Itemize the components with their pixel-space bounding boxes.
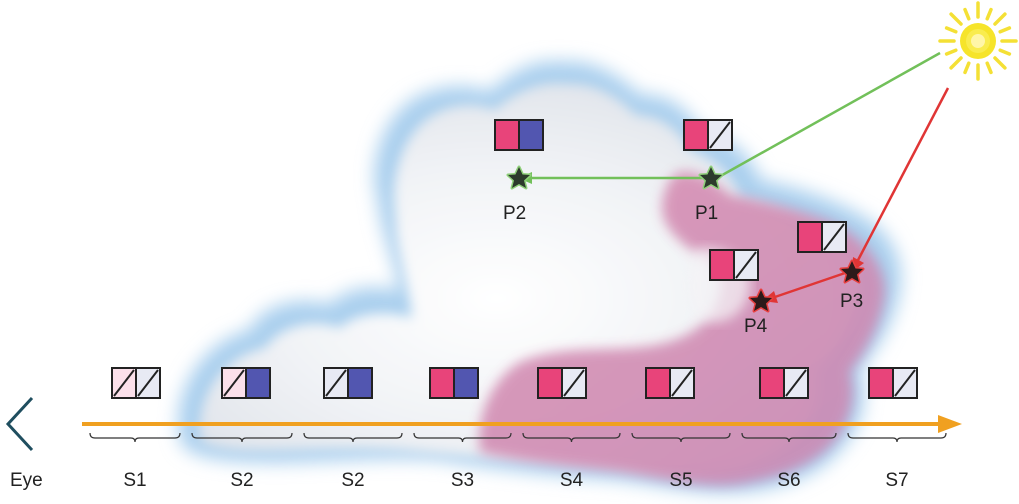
state-box-segment-3 <box>323 367 373 399</box>
sun-ray <box>944 48 958 56</box>
scatter-point-p2: P2 <box>503 165 532 224</box>
state-half-pink <box>538 368 562 398</box>
state-box-segment-1 <box>111 367 161 399</box>
star-icon <box>506 165 532 190</box>
eye: Eye <box>5 396 43 491</box>
sun-ray <box>993 56 1007 70</box>
hatch-stroke <box>894 369 916 397</box>
segment-brace <box>847 432 947 443</box>
hatch-stroke <box>823 223 845 251</box>
state-box-segment-5 <box>537 367 587 399</box>
sun-ray <box>993 12 1007 26</box>
sun-icon <box>938 1 1018 81</box>
sun-ray <box>963 7 971 21</box>
segment-label: S4 <box>560 470 584 491</box>
state-half-pink <box>869 368 893 398</box>
point-label-p3: P3 <box>840 291 863 312</box>
state-half-blue <box>519 120 543 150</box>
state-box-segment-8 <box>868 367 918 399</box>
state-box-segment-7 <box>759 367 809 399</box>
state-box-segment-6 <box>645 367 695 399</box>
segment-label: S2 <box>230 470 253 491</box>
scatter-point-p1: P1 <box>695 165 724 224</box>
state-half-pink <box>684 120 708 150</box>
segment-label: S7 <box>885 470 908 491</box>
state-half-pink <box>798 222 822 252</box>
segment-brace <box>631 432 731 443</box>
state-boxes <box>111 119 918 399</box>
state-box-p2 <box>494 119 544 151</box>
segment-7: S6 <box>741 432 837 491</box>
state-half-pink <box>646 368 670 398</box>
red-scatter-ray <box>771 270 849 300</box>
red-sun-ray <box>854 87 950 265</box>
segment-8: S7 <box>847 432 947 491</box>
segment-2: S2 <box>191 432 293 491</box>
hatch-stroke <box>223 369 245 397</box>
eye-chevron-icon <box>5 396 34 452</box>
scatter-point-p3: P3 <box>839 259 865 312</box>
point-label-p1: P1 <box>695 203 718 224</box>
segment-label: S5 <box>669 470 692 491</box>
point-label-p2: P2 <box>503 203 526 224</box>
segment-brace <box>303 432 403 443</box>
segment-label: S3 <box>451 470 474 491</box>
hatch-stroke <box>671 369 693 397</box>
segment-1: S1 <box>89 432 181 491</box>
state-half-blue <box>246 368 270 398</box>
segment-brace <box>741 432 837 443</box>
segment-5: S4 <box>522 432 621 491</box>
segment-brace <box>413 432 512 443</box>
segment-label: S1 <box>123 470 146 491</box>
hatch-stroke <box>113 369 135 397</box>
state-half-pink <box>710 250 734 280</box>
hatch-stroke <box>325 369 347 397</box>
segment-4: S3 <box>413 432 512 491</box>
segment-label: S6 <box>777 470 800 491</box>
state-box-p3 <box>797 221 847 253</box>
sun-ray <box>998 48 1012 56</box>
segment-brace <box>89 432 181 443</box>
segments: S1 S2 S2 S3 S4 S5 S6 S7 <box>89 432 947 491</box>
state-box-segment-4 <box>429 367 479 399</box>
star-icon <box>698 165 724 190</box>
eye-label: Eye <box>10 470 43 491</box>
star-icon <box>748 288 774 313</box>
state-half-pink <box>760 368 784 398</box>
green-sun-ray <box>716 51 941 180</box>
sun-ray <box>985 7 993 21</box>
state-box-segment-2 <box>221 367 271 399</box>
sun-ray <box>963 61 971 75</box>
point-label-p4: P4 <box>744 316 768 337</box>
hatch-stroke <box>137 369 159 397</box>
sun-ray <box>944 26 958 34</box>
sun-ray <box>949 56 963 70</box>
hatch-stroke <box>785 369 807 397</box>
hatch-stroke <box>735 251 757 279</box>
segment-brace <box>191 432 293 443</box>
scatter-point-p4: P4 <box>744 288 774 337</box>
state-half-blue <box>454 368 478 398</box>
star-icon <box>839 259 865 284</box>
state-box-p4 <box>709 249 759 281</box>
sun-ray <box>949 12 963 26</box>
hatch-stroke <box>563 369 585 397</box>
sun-ray <box>985 61 993 75</box>
sun-ray <box>998 26 1012 34</box>
segment-label: S2 <box>341 470 364 491</box>
state-half-pink <box>495 120 519 150</box>
state-half-pink <box>430 368 454 398</box>
orange-arrowhead <box>938 415 962 433</box>
state-box-p1 <box>683 119 733 151</box>
segment-brace <box>522 432 621 443</box>
state-half-blue <box>348 368 372 398</box>
segment-6: S5 <box>631 432 731 491</box>
cloud-pink-region <box>479 171 885 486</box>
segment-3: S2 <box>303 432 403 491</box>
hatch-stroke <box>709 121 731 149</box>
